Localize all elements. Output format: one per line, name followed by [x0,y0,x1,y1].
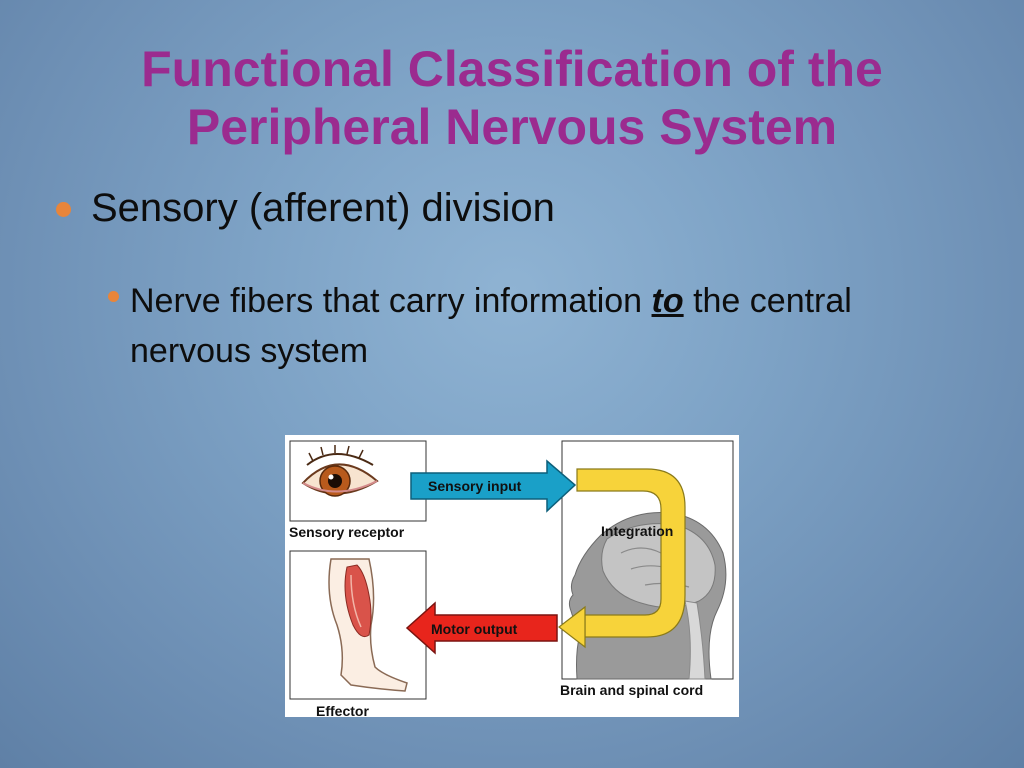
bullet-sensory-division: Sensory (afferent) division [56,186,555,231]
bullet2-emphasis: to [651,282,684,320]
pns-figure: Sensory receptor Effector Brain and spin… [285,435,739,719]
effector-label: Effector [316,703,369,719]
bullet-dot-icon [56,202,71,217]
bullet-nerve-fibers-text: Nerve fibers that carry information to t… [130,276,928,376]
sensory-input-label: Sensory input [428,478,522,494]
title-line-1: Functional Classification of the [141,41,883,97]
sensory-receptor-label: Sensory receptor [289,524,405,540]
sensory-input-arrow [410,459,577,513]
motor-output-label: Motor output [431,621,518,637]
pns-diagram [289,440,734,700]
bullet2-before: Nerve fibers that carry information [130,282,652,320]
sub-bullet-dot-icon [108,291,119,302]
integration-label: Integration [601,523,674,539]
brain-label: Brain and spinal cord [560,682,704,698]
bullet2-after: the central nervous system [130,282,852,370]
bullet-sensory-division-text: Sensory (afferent) division [91,186,555,230]
bullet-nerve-fibers: Nerve fibers that carry information to t… [108,276,928,376]
eye-icon [301,445,379,497]
slide-title: Functional Classification of the Periphe… [40,40,984,156]
title-line-2: Peripheral Nervous System [186,99,838,155]
motor-output-arrow [405,601,558,655]
leg-icon [328,558,408,692]
